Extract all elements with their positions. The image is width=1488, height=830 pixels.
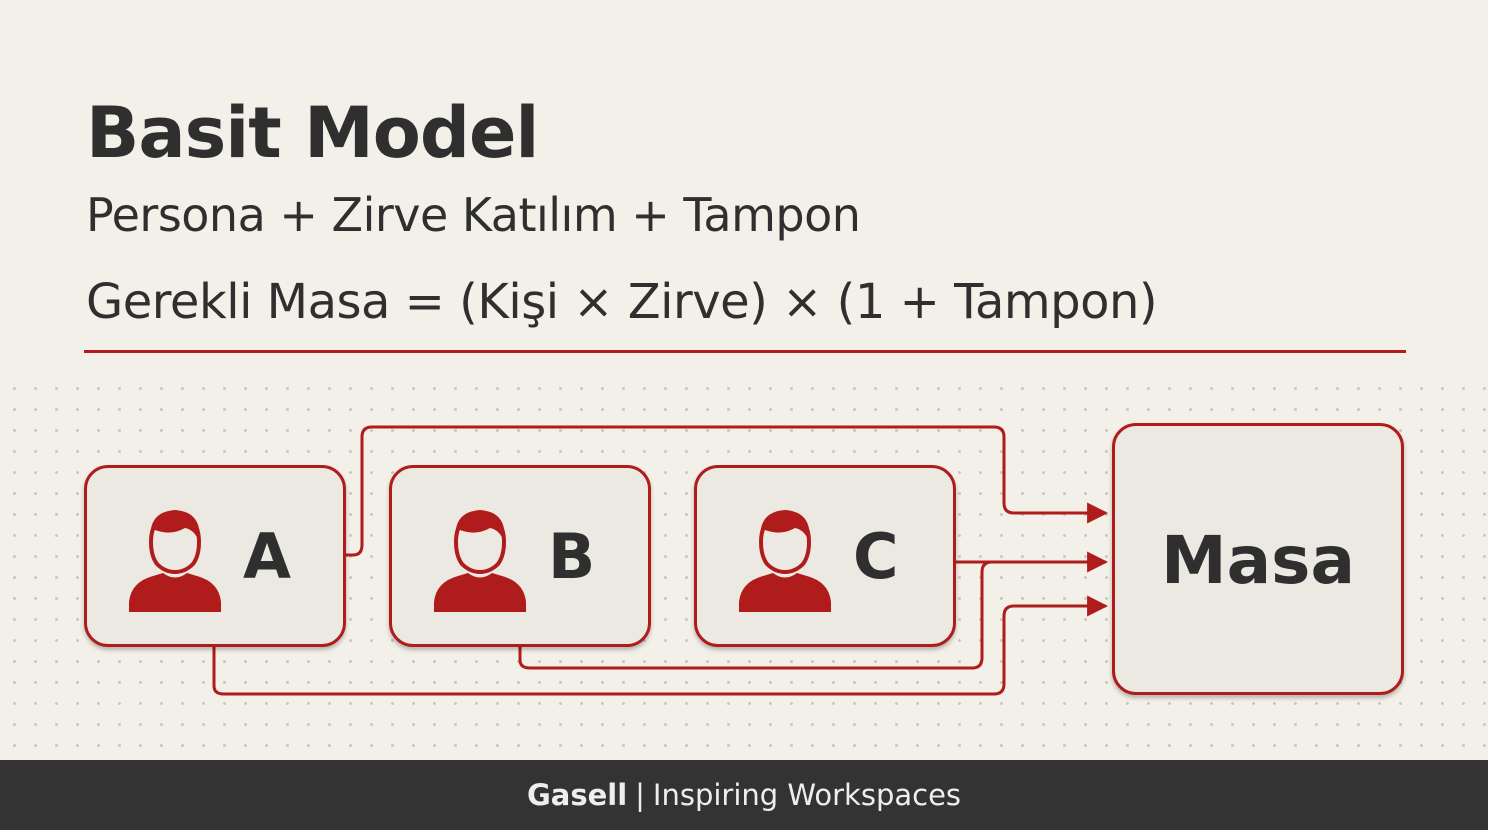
masa-label: Masa (1160, 522, 1356, 599)
subtitle: Persona + Zirve Katılım + Tampon (86, 188, 861, 242)
page-title: Basit Model (86, 92, 539, 174)
footer-brand: Gasell (526, 778, 628, 812)
connector-a-top (346, 425, 1109, 557)
footer-separator: | (635, 778, 645, 812)
persona-box-b: B (389, 465, 651, 647)
person-icon (739, 510, 831, 612)
formula: Gerekli Masa = (Kişi × Zirve) × (1 + Tam… (86, 274, 1158, 330)
masa-box: Masa (1112, 423, 1404, 695)
person-icon (129, 510, 221, 612)
footer-tagline: Inspiring Workspaces (652, 778, 962, 812)
persona-box-c: C (694, 465, 956, 647)
persona-box-a: A (84, 465, 346, 647)
persona-label-c: C (853, 520, 899, 593)
connector-a-bottom (212, 595, 1109, 696)
persona-label-a: A (243, 520, 291, 593)
divider-line (84, 350, 1406, 353)
person-icon (434, 510, 526, 612)
footer-bar: Gasell | Inspiring Workspaces (0, 760, 1488, 830)
connector-b-bottom (518, 560, 993, 670)
persona-label-b: B (548, 520, 596, 593)
